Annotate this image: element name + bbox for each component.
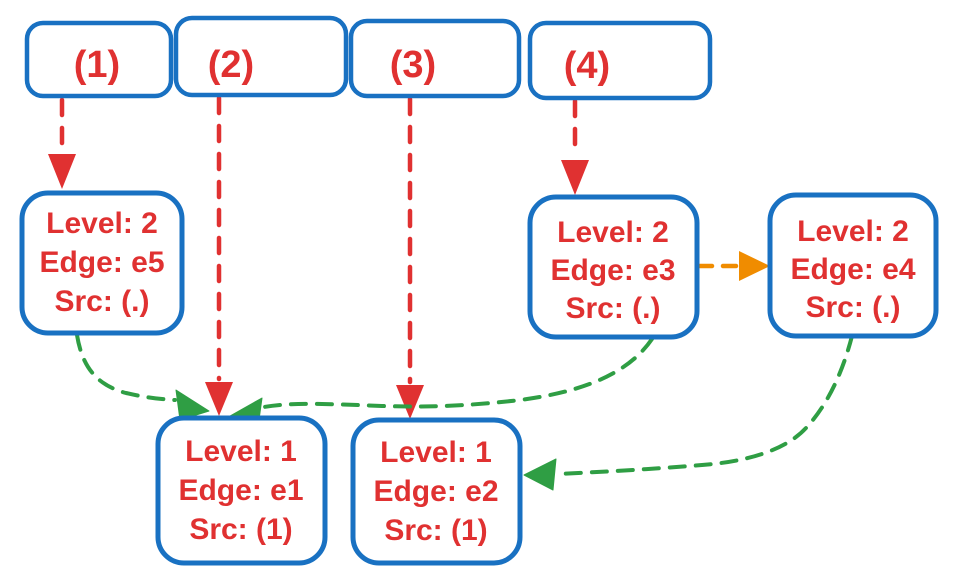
node-label: (2): [208, 44, 254, 86]
node-source-1[interactable]: (1): [24, 20, 174, 99]
arrow-node2-to-e1[interactable]: [205, 95, 233, 416]
node-box: [24, 20, 174, 99]
red-arrowhead-icon: [396, 385, 424, 419]
orange-arrowhead-icon: [739, 251, 770, 281]
node-line-level: Level: 1: [185, 435, 297, 468]
node-label: (3): [390, 44, 436, 86]
node-line-level: Level: 2: [797, 215, 909, 248]
node-level2-e5[interactable]: Level: 2 Edge: e5 Src: (.): [19, 190, 185, 336]
node-line-level: Level: 1: [380, 436, 492, 469]
node-level1-e2[interactable]: Level: 1 Edge: e2 Src: (1): [350, 417, 523, 566]
arrow-node3-to-e2[interactable]: [396, 96, 424, 419]
node-box: [155, 415, 328, 566]
node-box: [527, 194, 700, 340]
red-arrowhead-icon: [48, 154, 76, 189]
node-label: (1): [74, 44, 120, 86]
node-box: [19, 190, 185, 336]
node-line-src: Src: (1): [384, 514, 487, 547]
node-source-4[interactable]: (4): [527, 20, 713, 101]
arrow-node4-to-e3[interactable]: [561, 98, 589, 195]
arrow-curve: [75, 333, 177, 402]
node-line-edge: Edge: e3: [550, 254, 675, 287]
node-line-edge: Edge: e5: [39, 246, 164, 279]
node-line-level: Level: 2: [557, 216, 669, 249]
node-box: [348, 18, 522, 99]
node-source-3[interactable]: (3): [348, 18, 522, 99]
node-level1-e1[interactable]: Level: 1 Edge: e1 Src: (1): [155, 415, 328, 566]
node-line-src: Src: (.): [565, 292, 660, 325]
arrow-e3-to-e1[interactable]: [229, 337, 654, 428]
node-line-edge: Edge: e1: [178, 474, 303, 507]
node-box: [767, 192, 939, 339]
node-box: [527, 20, 713, 101]
node-box: [350, 417, 523, 566]
arrow-e5-to-e1[interactable]: [75, 333, 210, 421]
node-label: (4): [564, 45, 610, 87]
node-level2-e4[interactable]: Level: 2 Edge: e4 Src: (.): [767, 192, 939, 339]
red-arrowhead-icon: [561, 160, 589, 195]
node-line-src: Src: (.): [805, 291, 900, 324]
node-level2-e3[interactable]: Level: 2 Edge: e3 Src: (.): [527, 194, 700, 340]
node-line-level: Level: 2: [46, 207, 158, 240]
arrow-curve: [262, 337, 654, 409]
node-line-edge: Edge: e2: [373, 475, 498, 508]
node-source-2[interactable]: (2): [173, 15, 349, 98]
green-arrowhead-icon: [523, 458, 557, 491]
node-box: [173, 15, 349, 98]
arrow-node1-to-e5[interactable]: [48, 97, 76, 189]
arrow-curve: [556, 334, 854, 476]
node-line-edge: Edge: e4: [790, 253, 915, 286]
arrow-e4-to-e2[interactable]: [523, 334, 854, 491]
red-arrowhead-icon: [205, 382, 233, 416]
arrow-e3-to-e4[interactable]: [696, 251, 770, 281]
node-line-src: Src: (1): [189, 513, 292, 546]
node-line-src: Src: (.): [54, 285, 149, 318]
